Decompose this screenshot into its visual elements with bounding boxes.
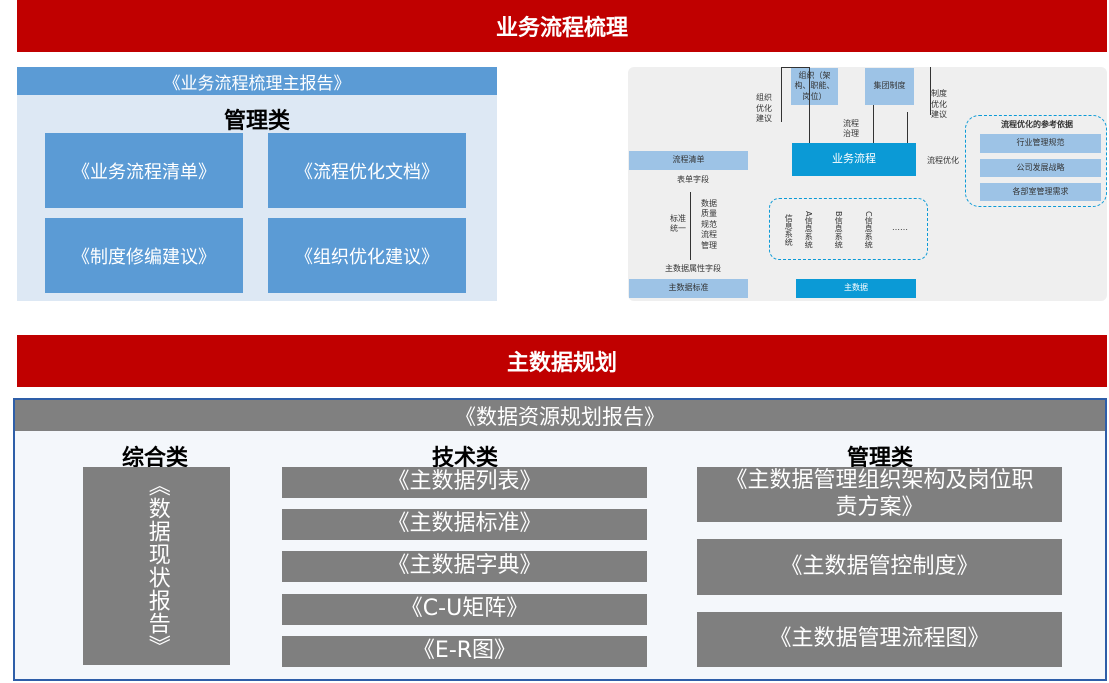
diagram-ref: 各部室管理需求: [980, 183, 1101, 201]
diagram-unify: 标准统一: [670, 213, 686, 233]
report-item: 《C-U矩阵》: [282, 594, 647, 625]
diagram-org: 组织（架构、职能、岗位）: [791, 68, 838, 105]
diagram-system: C信息系统: [864, 211, 874, 249]
diagram-system: ……: [892, 222, 908, 232]
report-item: 《业务流程清单》: [45, 133, 243, 208]
section-title-process: 业务流程梳理: [17, 0, 1107, 52]
report-item: 《主数据列表》: [282, 467, 647, 498]
diagram-policy-suggest: 制度优化建议: [931, 89, 947, 120]
diagram-dq: 数据质量规范流程管理: [701, 199, 717, 250]
category-comprehensive: 综合类: [121, 446, 188, 471]
category-technical: 技术类: [431, 446, 498, 471]
diagram-md: 主数据: [796, 279, 916, 298]
diagram-md-standard: 主数据标准: [629, 279, 748, 298]
diagram-govern: 流程治理: [843, 118, 859, 138]
diagram-ref: 行业管理规范: [980, 134, 1101, 153]
category-label: 管理类: [223, 109, 290, 134]
diagram-process-list: 流程清单: [629, 151, 748, 170]
masterdata-report-panel: 《数据资源规划报告》 综合类 技术类 管理类 《数据现状报告》 《主数据列表》 …: [13, 398, 1107, 681]
report-item: 《数据现状报告》: [83, 467, 230, 665]
category-management: 管理类: [846, 446, 913, 471]
diagram-md-fields: 主数据属性字段: [665, 263, 721, 273]
diagram-ref-title: 流程优化的参考依据: [1001, 119, 1073, 129]
report-header: 《业务流程梳理主报告》: [17, 67, 497, 95]
process-report-panel: 《业务流程梳理主报告》 管理类 《业务流程清单》 《流程优化文档》 《制度修编建…: [17, 67, 497, 301]
report-item: 《主数据管控制度》: [697, 539, 1062, 595]
report-item: 《主数据标准》: [282, 509, 647, 540]
diagram-info-sys: 信息系统: [784, 214, 794, 246]
report-item: 《E-R图》: [282, 636, 647, 667]
report-item: 《组织优化建议》: [268, 218, 466, 293]
report-item: 《主数据管理组织架构及岗位职责方案》: [697, 467, 1062, 522]
diagram-system: A信息系统: [804, 211, 814, 249]
diagram-ref: 公司发展战略: [980, 159, 1101, 177]
report-item: 《主数据字典》: [282, 551, 647, 582]
diagram-ref-group: 流程优化的参考依据 行业管理规范 公司发展战略 各部室管理需求: [965, 115, 1107, 207]
diagram-optimize: 流程优化: [927, 155, 959, 165]
report-header: 《数据资源规划报告》: [15, 400, 1105, 431]
report-item: 《制度修编建议》: [45, 218, 243, 293]
process-diagram: 组织（架构、职能、岗位） 集团制度 组织优化建议 制度优化建议 流程治理 业务流…: [628, 67, 1107, 301]
diagram-org-suggest: 组织优化建议: [756, 93, 772, 124]
section-title-masterdata: 主数据规划: [17, 335, 1107, 387]
diagram-system: B信息系统: [834, 211, 844, 249]
diagram-policy: 集团制度: [865, 68, 914, 105]
diagram-systems-group: 信息系统 A信息系统 B信息系统 C信息系统 ……: [769, 198, 928, 260]
diagram-form-fields: 表单字段: [677, 174, 709, 184]
diagram-process: 业务流程: [792, 143, 916, 176]
report-item: 《流程优化文档》: [268, 133, 466, 208]
report-item: 《主数据管理流程图》: [697, 612, 1062, 667]
